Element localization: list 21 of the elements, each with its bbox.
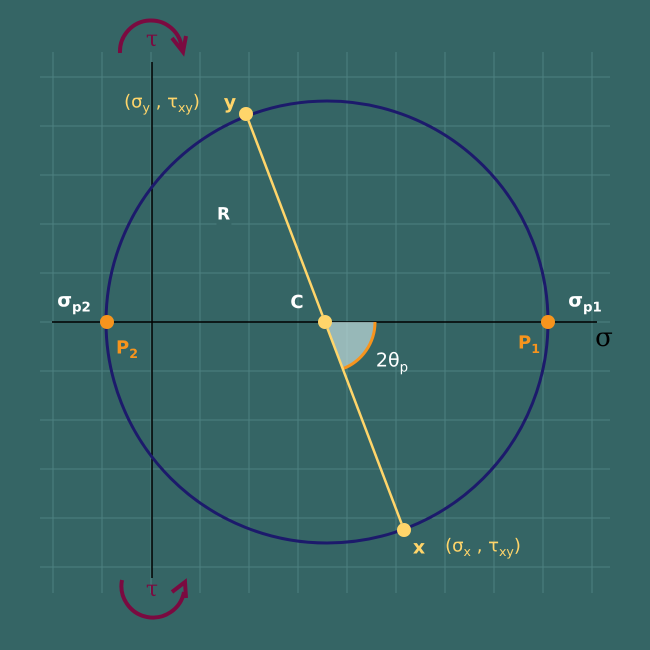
point-marker: [397, 523, 411, 537]
point-label: P$_{1}$: [518, 334, 540, 356]
diameter-line: [326, 328, 403, 524]
point-marker: [318, 315, 332, 329]
coordinate-label: (σ$_{x}$ , τ$_{xy}$): [445, 537, 521, 559]
axis-label: σ: [595, 325, 613, 351]
diameter-line: [247, 120, 324, 316]
point-label: x: [412, 538, 426, 558]
center-label: C: [290, 294, 304, 312]
radius-label: R: [216, 206, 232, 224]
point-marker: [239, 107, 253, 121]
coordinate-label: (σ$_{y}$ , τ$_{xy}$): [124, 93, 200, 115]
stress-label: σ$_{p1}$: [568, 291, 602, 315]
angle-label: 2θ$_{p}$: [376, 351, 408, 375]
axis-label: τ: [146, 579, 158, 601]
point-label: y: [224, 94, 236, 112]
axis-label: τ: [146, 29, 158, 51]
point-label: P$_{2}$: [116, 339, 138, 361]
stress-label: σ$_{p2}$: [57, 291, 91, 315]
point-marker: [100, 315, 114, 329]
point-marker: [541, 315, 555, 329]
